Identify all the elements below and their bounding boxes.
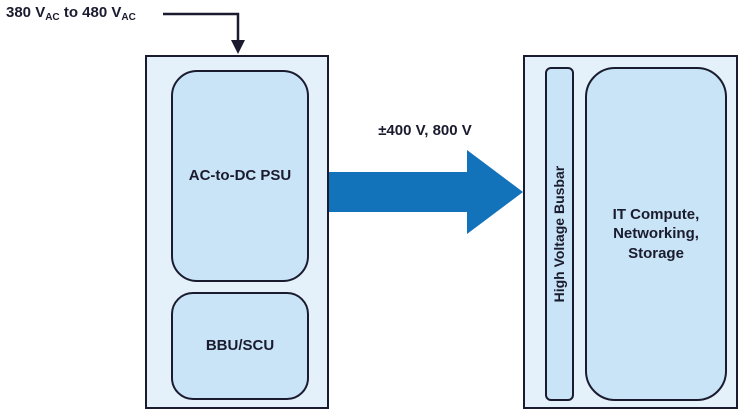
it-label: IT Compute, Networking, Storage bbox=[612, 205, 700, 262]
busbar-block: High Voltage Busbar bbox=[545, 67, 574, 401]
psu-label: AC-to-DC PSU bbox=[188, 167, 292, 185]
bbu-label: BBU/SCU bbox=[205, 337, 275, 355]
right-block-arrow-icon bbox=[329, 150, 523, 234]
connector-arrowhead bbox=[231, 40, 245, 54]
busbar-label: High Voltage Busbar bbox=[551, 165, 568, 303]
it-group-box: High Voltage Busbar IT Compute, Networki… bbox=[523, 55, 738, 409]
input-voltage-mid: to 480 V bbox=[59, 4, 122, 21]
input-voltage-subscript-1: AC bbox=[45, 12, 60, 23]
power-flow-arrow-shape bbox=[329, 150, 523, 234]
connector-line bbox=[163, 12, 240, 42]
psu-block: AC-to-DC PSU bbox=[171, 70, 309, 282]
it-block: IT Compute, Networking, Storage bbox=[585, 67, 727, 401]
psu-group-box: AC-to-DC PSU BBU/SCU bbox=[145, 55, 329, 409]
down-arrow-connector-icon bbox=[163, 12, 245, 54]
input-voltage-subscript-2: AC bbox=[121, 12, 136, 23]
input-voltage-label: 380 VAC to 480 VAC bbox=[6, 4, 136, 23]
bbu-block: BBU/SCU bbox=[171, 292, 309, 400]
voltage-label: ±400 V, 800 V bbox=[378, 122, 472, 139]
input-voltage-prefix: 380 V bbox=[6, 4, 46, 21]
